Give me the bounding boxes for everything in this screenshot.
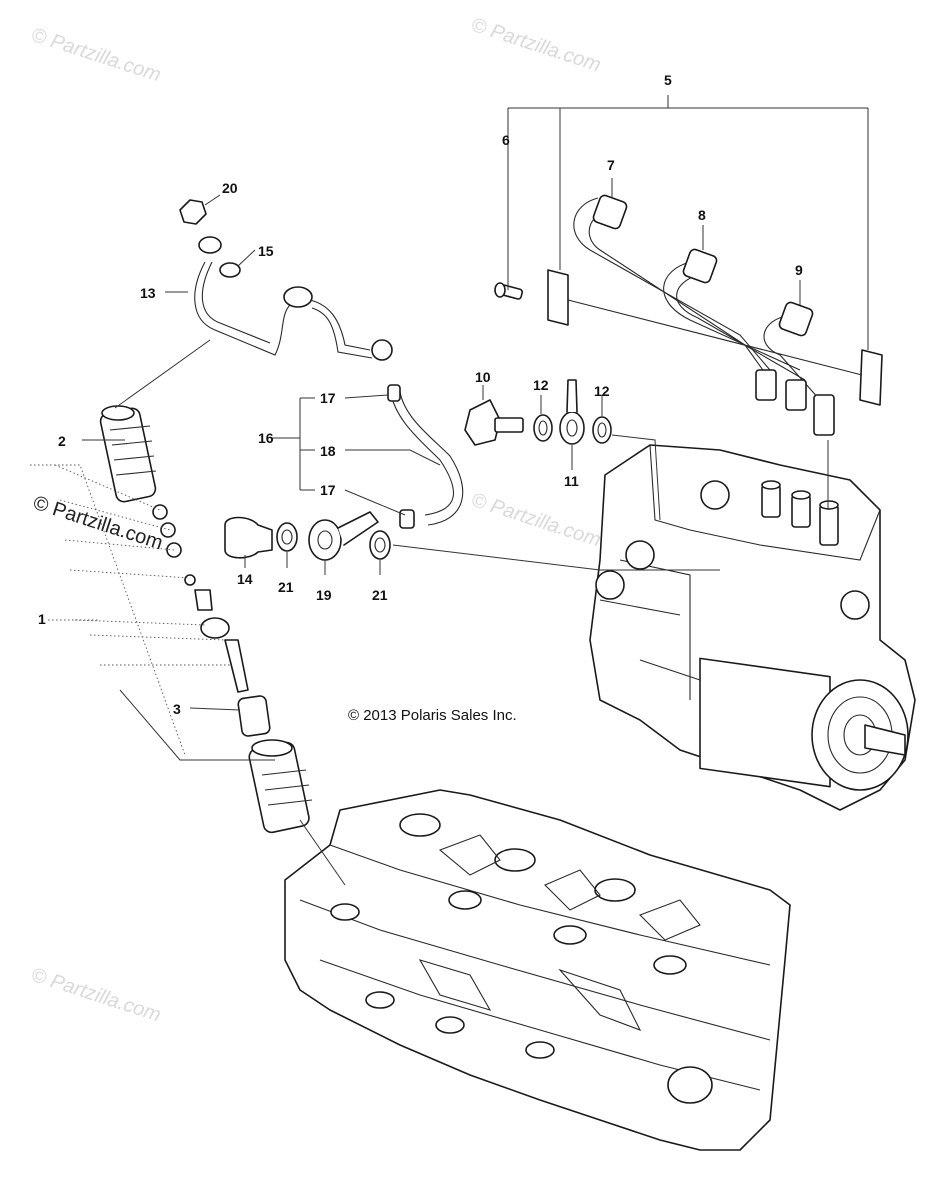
- injection-pipe-set-drawing: [494, 194, 883, 436]
- callout-15: 15: [258, 243, 274, 259]
- callout-19: 19: [316, 587, 332, 603]
- callout-17: 17: [320, 482, 336, 498]
- callout-20: 20: [222, 180, 238, 196]
- watermark: © Partzilla.com: [28, 964, 163, 1027]
- watermark: © Partzilla.com: [468, 489, 603, 552]
- callout-5: 5: [664, 72, 672, 88]
- injector-assembly-drawing: [99, 405, 313, 834]
- callout-21: 21: [372, 587, 388, 603]
- cylinder-head-drawing: [284, 789, 791, 1151]
- callout-18: 18: [320, 443, 336, 459]
- callout-7: 7: [607, 157, 615, 173]
- callout-17: 17: [320, 390, 336, 406]
- callout-21: 21: [278, 579, 294, 595]
- watermark: © Partzilla.com: [468, 14, 603, 77]
- leader-lines: [30, 95, 869, 886]
- callout-labels: 1 2 3 5 6 7 8 9 10 11 12 12 13 14 15 16 …: [38, 72, 803, 717]
- callout-2: 2: [58, 433, 66, 449]
- callout-13: 13: [140, 285, 156, 301]
- callout-8: 8: [698, 207, 706, 223]
- callout-9: 9: [795, 262, 803, 278]
- return-hose-drawing: [387, 384, 464, 529]
- callout-16: 16: [258, 430, 274, 446]
- callout-1: 1: [38, 611, 46, 627]
- callout-6: 6: [502, 132, 510, 148]
- callout-12: 12: [533, 377, 549, 393]
- leak-off-pipe-drawing: [179, 199, 393, 361]
- watermark: © Partzilla.com: [28, 24, 163, 87]
- injection-pump-drawing: [589, 444, 916, 811]
- copyright-notice: © 2013 Polaris Sales Inc.: [348, 707, 517, 724]
- callout-14: 14: [237, 571, 253, 587]
- callout-12: 12: [594, 383, 610, 399]
- banjo-fittings-drawing: [224, 379, 612, 561]
- callout-10: 10: [475, 369, 491, 385]
- callout-11: 11: [564, 473, 579, 489]
- callout-3: 3: [173, 701, 181, 717]
